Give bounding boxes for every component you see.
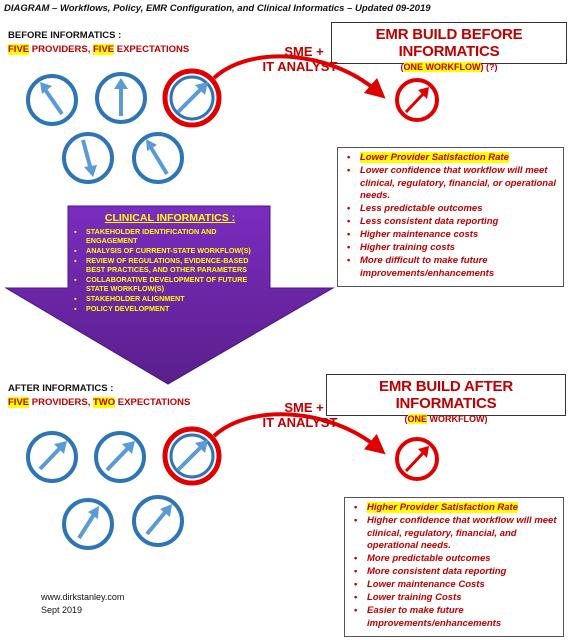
after-outcome-1: Higher confidence that workflow will mee… [354, 515, 563, 553]
after-outcome-5: Lower training Costs [354, 592, 563, 605]
before-sub-five: FIVE [8, 44, 30, 55]
before-provider-circle-4 [62, 132, 114, 184]
before-sub-providers: PROVIDERS, [29, 44, 93, 55]
after-sub-count: TWO [93, 397, 116, 408]
emr-before-box: EMR BUILD BEFORE INFORMATICS (ONE WORKFL… [331, 22, 567, 72]
after-provider-circle-5 [132, 495, 184, 547]
after-connector-arrow [212, 412, 386, 455]
ci-item-1: ANALYSIS OF CURRENT-STATE WORKFLOW(S) [74, 246, 266, 255]
before-result-circle [395, 78, 439, 122]
emr-after-subtitle: (ONE WORKFLOW) [404, 414, 488, 424]
before-outcome-2: Less predictable outcomes [347, 203, 563, 216]
ci-item-4: STAKEHOLDER ALIGNMENT [74, 294, 266, 303]
after-heading: AFTER INFORMATICS : [8, 383, 114, 394]
footer-website: www.dirkstanley.com [41, 592, 125, 602]
before-outcome-5: Higher training costs [347, 242, 563, 255]
ci-item-5: POLICY DEVELOPMENT [74, 304, 266, 313]
after-outcome-2: More predictable outcomes [354, 553, 563, 566]
ci-item-3: COLLABORATIVE DEVELOPMENT OF FUTURE STAT… [74, 275, 266, 293]
before-connector-arrow [212, 54, 386, 99]
before-provider-circle-3-highlighted [162, 68, 222, 128]
before-provider-circle-5 [132, 132, 184, 184]
before-outcomes-box: Lower Provider Satisfaction Rate Lower c… [337, 147, 564, 287]
footer-date: Sept 2019 [41, 605, 83, 615]
after-sme-label: SME + IT ANALYST [262, 400, 338, 430]
after-outcome-3: More consistent data reporting [354, 566, 563, 579]
after-provider-circle-3-highlighted [162, 426, 222, 486]
before-sub-count: FIVE [93, 44, 115, 55]
emr-before-title: EMR BUILD BEFORE INFORMATICS [375, 26, 523, 60]
clinical-informatics-panel: CLINICAL INFORMATICS : STAKEHOLDER IDENT… [74, 212, 266, 314]
clinical-informatics-title: CLINICAL INFORMATICS : [104, 212, 236, 224]
emr-after-box: EMR BUILD AFTER INFORMATICS (ONE WORKFLO… [326, 374, 566, 424]
after-sub-providers: PROVIDERS, [29, 397, 93, 408]
after-provider-circle-2 [94, 431, 146, 483]
before-provider-circle-1 [26, 74, 78, 126]
after-provider-circle-1 [26, 431, 78, 483]
after-subheading: FIVE PROVIDERS, TWO EXPECTATIONS [8, 397, 190, 408]
ci-item-0: STAKEHOLDER IDENTIFICATION AND ENGAGEMEN… [74, 227, 266, 245]
after-outcome-6: Easier to make future improvements/enhan… [354, 605, 563, 630]
after-result-circle [395, 437, 439, 481]
ci-item-2: REVIEW OF REGULATIONS, EVIDENCE-BASED BE… [74, 256, 266, 274]
diagram-title: DIAGRAM – Workflows, Policy, EMR Configu… [4, 3, 431, 14]
emr-before-subtitle: (ONE WORKFLOW) (?) [400, 62, 498, 72]
emr-after-title: EMR BUILD AFTER INFORMATICS [379, 378, 513, 412]
after-provider-circle-4 [62, 498, 114, 550]
after-outcome-4: Lower maintenance Costs [354, 579, 563, 592]
before-sub-expectations: EXPECTATIONS [114, 44, 190, 55]
before-outcome-4: Higher maintenance costs [347, 229, 563, 242]
after-outcome-0: Higher Provider Satisfaction Rate [354, 502, 563, 515]
before-subheading: FIVE PROVIDERS, FIVE EXPECTATIONS [8, 44, 189, 55]
before-outcome-3: Less consistent data reporting [347, 216, 563, 229]
before-heading: BEFORE INFORMATICS : [8, 30, 122, 41]
after-sub-expectations: EXPECTATIONS [115, 397, 191, 408]
before-provider-circle-2 [95, 72, 147, 124]
before-outcome-1: Lower confidence that workflow will meet… [347, 165, 563, 203]
after-sub-five: FIVE [8, 397, 30, 408]
after-outcomes-box: Higher Provider Satisfaction Rate Higher… [344, 497, 564, 637]
before-outcome-6: More difficult to make future improvemen… [347, 255, 563, 280]
before-outcome-0: Lower Provider Satisfaction Rate [347, 152, 563, 165]
